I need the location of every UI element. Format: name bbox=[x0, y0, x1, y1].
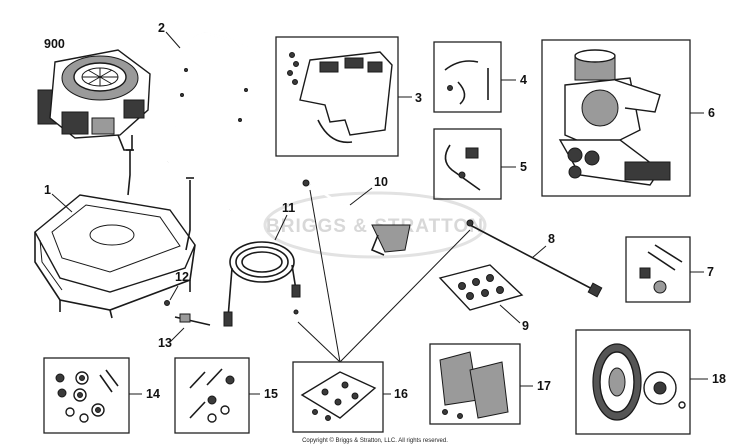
nut-part-12[interactable] bbox=[164, 300, 170, 306]
part-label-14: 14 bbox=[146, 387, 160, 401]
part-label-900: 900 bbox=[44, 37, 65, 51]
part-label-8: 8 bbox=[548, 232, 555, 246]
part-15-box bbox=[174, 357, 250, 434]
part-label-16: 16 bbox=[394, 387, 408, 401]
pump-part-6[interactable] bbox=[558, 49, 671, 186]
part-18-box bbox=[575, 329, 691, 435]
part-label-1: 1 bbox=[44, 183, 51, 197]
part-label-5: 5 bbox=[520, 160, 527, 174]
part-14-box bbox=[43, 357, 130, 434]
brackets-part-17[interactable] bbox=[439, 351, 509, 419]
part-16-box bbox=[292, 361, 384, 433]
unloader-part-5[interactable] bbox=[444, 144, 481, 191]
engine-900[interactable] bbox=[37, 49, 151, 151]
wand-part-8[interactable] bbox=[466, 219, 603, 298]
fasteners-part-7[interactable] bbox=[639, 244, 683, 294]
part-label-9: 9 bbox=[522, 319, 529, 333]
hose-part-11[interactable] bbox=[223, 241, 301, 327]
wheel-part-18[interactable] bbox=[592, 343, 686, 421]
part-label-6: 6 bbox=[708, 106, 715, 120]
part-label-3: 3 bbox=[415, 91, 422, 105]
part-6-box bbox=[541, 39, 691, 197]
axle-bolt-part-13[interactable] bbox=[174, 313, 211, 326]
part-label-13: 13 bbox=[158, 336, 172, 350]
wheel-hardware-part-14[interactable] bbox=[55, 369, 119, 423]
handle-part-2[interactable] bbox=[166, 32, 257, 211]
part-label-18: 18 bbox=[712, 372, 726, 386]
part-label-7: 7 bbox=[707, 265, 714, 279]
part-label-10: 10 bbox=[374, 175, 388, 189]
part-label-11: 11 bbox=[282, 201, 295, 215]
part-4-box bbox=[433, 41, 502, 113]
nozzles-part-9[interactable] bbox=[438, 264, 524, 311]
control-panel-part-3[interactable] bbox=[287, 51, 393, 144]
copyright-notice: Copyright © Briggs & Stratton, LLC. All … bbox=[302, 437, 448, 444]
spray-gun-part-10[interactable] bbox=[302, 179, 411, 256]
frame-part-1[interactable] bbox=[34, 149, 196, 319]
part-label-4: 4 bbox=[520, 73, 527, 87]
hose-kit-part-4[interactable] bbox=[444, 60, 489, 105]
part-7-box bbox=[625, 236, 691, 303]
part-label-17: 17 bbox=[537, 379, 551, 393]
bolts-part-15[interactable] bbox=[189, 368, 235, 423]
mounting-plate-part-16[interactable] bbox=[300, 371, 377, 421]
part-label-12: 12 bbox=[175, 270, 189, 284]
pointer-lines-16 bbox=[297, 189, 471, 363]
part-label-15: 15 bbox=[264, 387, 278, 401]
part-5-box bbox=[433, 128, 502, 200]
part-17-box bbox=[429, 343, 521, 425]
part-label-2: 2 bbox=[158, 21, 165, 35]
